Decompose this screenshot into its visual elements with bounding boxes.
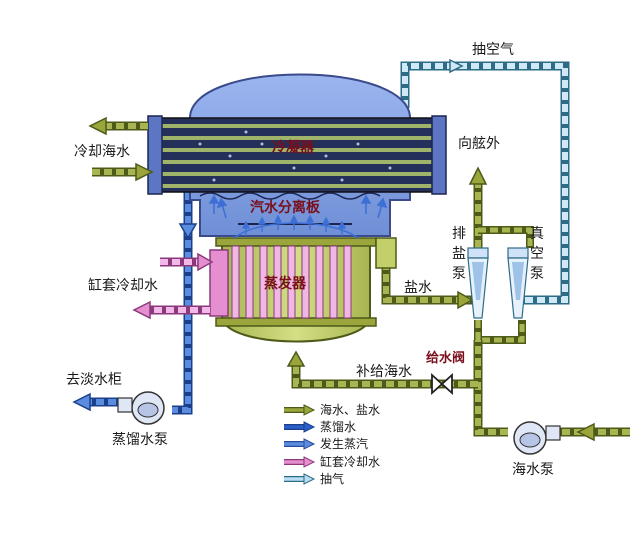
svg-text:抽气: 抽气 — [320, 471, 344, 486]
brine-label: 盐水 — [404, 280, 432, 296]
svg-text:发生蒸汽: 发生蒸汽 — [320, 436, 368, 451]
sea-water-line — [473, 340, 630, 442]
feed-sea-water-pipe — [286, 350, 478, 389]
evaporator-label: 蒸发器 — [264, 275, 307, 292]
vacuum-ejector-pump[interactable] — [507, 247, 529, 319]
distillate-pump-label: 蒸馏水泵 — [112, 432, 168, 448]
air-arrow-icon — [449, 58, 464, 74]
svg-text:泵: 泵 — [452, 266, 466, 282]
svg-text:空: 空 — [530, 246, 544, 262]
feed-sea-water-label: 补给海水 — [356, 364, 412, 380]
legend-item: 抽气 — [284, 471, 344, 486]
brine-ejector-pump[interactable] — [467, 247, 489, 319]
feed-arrow-icon — [286, 350, 306, 367]
cooling-out-arrow-icon — [88, 116, 107, 136]
to-fresh-tank-label: 去淡水柜 — [66, 372, 122, 388]
legend-arrow-icon — [303, 473, 316, 485]
sea-water-pump-label: 海水泵 — [512, 462, 554, 478]
overboard-label: 向舷外 — [458, 136, 500, 152]
brine-arrow-icon — [457, 290, 474, 310]
legend: 海水、盐水 蒸馏水 发生蒸汽 缸套冷却水 抽气 — [284, 402, 380, 486]
legend-arrow-icon — [303, 438, 316, 450]
legend-item: 蒸馏水 — [284, 420, 356, 434]
air-extraction-label: 抽空气 — [472, 42, 514, 58]
legend-item: 海水、盐水 — [284, 402, 380, 417]
distillate-down-arrow-icon — [178, 223, 198, 240]
legend-arrow-icon — [303, 421, 316, 433]
brine-pump-label: 排 盐 泵 — [452, 226, 466, 282]
condenser-label: 冷凝器 — [272, 139, 315, 156]
jacket-cooling-water-label: 缸套冷却水 — [88, 277, 158, 294]
svg-text:排: 排 — [452, 226, 466, 242]
legend-item: 缸套冷却水 — [284, 454, 380, 469]
svg-text:蒸馏水: 蒸馏水 — [320, 420, 356, 434]
feed-valve-label: 给水阀 — [426, 350, 465, 366]
fresh-water-arrow-icon — [72, 392, 91, 412]
overboard-arrow-icon — [468, 166, 488, 185]
sea-inlet-arrow-icon — [576, 422, 595, 442]
cooling-sea-water-label: 冷却海水 — [74, 144, 130, 160]
condenser-tube-bundle — [147, 115, 447, 200]
cooling-sea-water-out — [88, 116, 148, 136]
jacket-water-in — [160, 252, 214, 272]
steam-arrows — [208, 194, 388, 219]
pump-loop-pipe — [474, 226, 534, 344]
sea-water-pump-icon[interactable] — [513, 421, 561, 455]
legend-arrow-icon — [303, 456, 316, 468]
svg-text:盐: 盐 — [452, 246, 466, 262]
jacket-out-arrow-icon — [132, 300, 151, 320]
separator-label: 汽水分离板 — [250, 199, 321, 216]
evaporator-body — [215, 214, 377, 343]
legend-arrow-icon — [303, 404, 316, 416]
svg-text:泵: 泵 — [530, 266, 544, 282]
cooling-in-arrow-icon — [135, 162, 154, 182]
brine-outlet — [375, 237, 397, 269]
svg-text:缸套冷却水: 缸套冷却水 — [320, 454, 380, 469]
jacket-in-arrow-icon — [197, 252, 214, 272]
svg-text:海水、盐水: 海水、盐水 — [320, 402, 380, 417]
vacuum-pump-label: 真 空 泵 — [530, 226, 544, 282]
cooling-sea-water-in — [92, 162, 154, 182]
svg-text:真: 真 — [530, 226, 544, 242]
feed-valve-icon[interactable] — [431, 372, 453, 396]
distillate-pump-icon[interactable] — [117, 391, 165, 425]
legend-item: 发生蒸汽 — [284, 436, 368, 451]
jacket-water-out — [132, 300, 210, 320]
jacket-water-header — [209, 249, 229, 317]
overboard-pipe — [468, 166, 488, 248]
